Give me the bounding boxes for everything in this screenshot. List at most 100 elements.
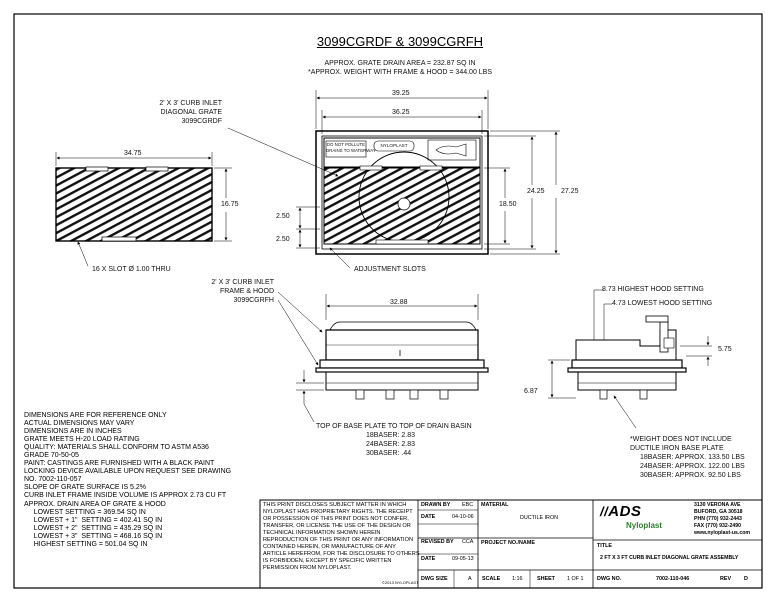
- disclaimer-line: THIS PRINT DISCLOSES SUBJECT MATTER IN W…: [263, 502, 407, 508]
- rev-date: 09-05-13: [452, 556, 474, 562]
- approx-weight: *APPROX. WEIGHT WITH FRAME & HOOD = 344.…: [307, 69, 493, 76]
- dwg-size-label: DWG SIZE: [421, 576, 448, 582]
- drawing-title: 3099CGRDF & 3099CGRFH: [316, 34, 484, 49]
- sheet: 1 OF 1: [567, 576, 584, 582]
- note-line: LOWEST + 1" SETTING = 402.41 SQ IN: [24, 516, 163, 524]
- dim-39-25: 39.25: [392, 90, 410, 97]
- plate-line-2: DRAINS TO WATERWAY: [326, 148, 376, 153]
- baser-24: 24BASER: 2.83: [366, 441, 416, 448]
- date: 04-10-06: [452, 514, 474, 520]
- note-line: LOWEST SETTING = 369.54 SQ IN: [24, 508, 146, 516]
- address-line: www.nyloplast-us.com: [694, 530, 751, 536]
- address: 3130 VERONA AVE BUFORD, GA 30518 PHN (77…: [694, 502, 750, 537]
- note-line: NO. 7002-110-057: [24, 476, 82, 484]
- diagonal-grate-label-3: 3099CGRDF: [181, 118, 222, 125]
- dim-18-50: 18.50: [499, 201, 517, 208]
- project-label: PROJECT NO./NAME: [481, 540, 535, 546]
- grate-drain-area: APPROX. GRATE DRAIN AREA = 232.87 SQ IN: [324, 60, 476, 67]
- frame-hood-label-1: 2' X 3' CURB INLET: [211, 279, 274, 286]
- rev: D: [744, 576, 748, 582]
- disclaimer: THIS PRINT DISCLOSES SUBJECT MATTER IN W…: [263, 502, 420, 572]
- adjustment-slots-label: ADJUSTMENT SLOTS: [354, 266, 426, 273]
- note-line: APPROX. DRAIN AREA OF GRATE & HOOD: [24, 500, 166, 508]
- note-line: DIMENSIONS ARE IN INCHES: [24, 428, 122, 436]
- dim-2-50-upper: 2.50: [276, 213, 290, 220]
- disclaimer-line: REPRODUCTION OF THIS PRINT OR ANY INFORM…: [263, 537, 414, 543]
- rev-date-label: DATE: [421, 556, 436, 562]
- note-line: PAINT: CASTINGS ARE FURNISHED WITH A BLA…: [24, 460, 215, 468]
- weight-note-baser-30: 30BASER: APPROX. 92.50 LBS: [640, 472, 741, 479]
- note-line: LOWEST + 2" SETTING = 435.29 SQ IN: [24, 524, 163, 532]
- note-line: GRATE MEETS H-20 LOAD RATING: [24, 436, 140, 444]
- diagonal-grate-label-2: DIAGONAL GRATE: [160, 109, 222, 116]
- disclaimer-line: PERMISSION FROM NYLOPLAST.: [263, 565, 352, 571]
- baser-18: 18BASER: 2.83: [366, 432, 416, 439]
- revised-by-label: REVISED BY: [421, 539, 454, 545]
- ads-logo-text: ADS: [608, 503, 642, 520]
- rev-label: REV: [720, 576, 732, 582]
- weight-note-1: *WEIGHT DOES NOT INCLUDE: [630, 436, 732, 443]
- note-line: CURB INLET FRAME INSIDE VOLUME IS APPROX…: [24, 492, 227, 500]
- disclaimer-line: NYLOPLAST HAS PROPRIETARY RIGHTS. THE RE…: [263, 509, 413, 515]
- dwg-no: 7002-110-046: [656, 576, 690, 582]
- dim-36-25: 36.25: [392, 109, 410, 116]
- sheet-label: SHEET: [537, 576, 555, 582]
- disclaimer-line: OR POSSESSION OF THIS PRINT DOES NOT CON…: [263, 516, 409, 522]
- drawn-by: EBC: [462, 502, 474, 508]
- title-block: [259, 499, 763, 589]
- disclaimer-line: TRANSFER, OR LICENSE THE USE OF THE DESI…: [263, 523, 411, 529]
- dim-27-25: 27.25: [561, 188, 579, 195]
- note-line: LOWEST + 3" SETTING = 468.16 SQ IN: [24, 532, 163, 540]
- revised-by: CCA: [462, 539, 474, 545]
- top-view: [227, 90, 560, 269]
- dim-24-25: 24.25: [527, 188, 545, 195]
- material-label: MATERIAL: [481, 502, 509, 508]
- date-label: DATE: [421, 514, 436, 520]
- frame-hood-label-2: FRAME & HOOD: [219, 288, 274, 295]
- weight-note-baser-24: 24BASER: APPROX. 122.00 LBS: [640, 463, 745, 470]
- disclaimer-line: ARTICLE HEREFROM, FOR THE DISCLOSURE TO …: [263, 551, 420, 557]
- weight-note-2: DUCTILE IRON BASE PLATE: [630, 445, 724, 452]
- address-line: PHN (770) 932-2443: [694, 516, 742, 522]
- copyright: ©2013 NYLOPLAST: [382, 580, 419, 585]
- scale-label: SCALE: [482, 576, 501, 582]
- plate-brand: NYLOPLAST: [380, 143, 408, 148]
- weight-note-baser-18: 18BASER: APPROX. 133.50 LBS: [640, 454, 745, 461]
- address-line: FAX (770) 932-2490: [694, 523, 742, 529]
- frame-hood-label-3: 3099CGRFH: [233, 297, 274, 304]
- dim-6-87: 6.87: [524, 388, 538, 395]
- title-block-title: 2 FT X 3 FT CURB INLET DIAGONAL GRATE AS…: [600, 555, 739, 561]
- slot-note: 16 X SLOT Ø 1.00 THRU: [92, 266, 171, 273]
- ads-logo: //ADS: [600, 503, 642, 520]
- dwg-size: A: [468, 576, 472, 582]
- highest-hood-setting: 8.73 HIGHEST HOOD SETTING: [602, 286, 704, 293]
- title-label: TITLE: [597, 543, 612, 549]
- baser-30: 30BASER: .44: [366, 450, 412, 457]
- address-line: 3130 VERONA AVE: [694, 502, 741, 508]
- note-line: GRADE 70-50-05: [24, 452, 79, 460]
- left-grate-view: [55, 152, 232, 267]
- note-line: QUALITY: MATERIALS SHALL CONFORM TO ASTM…: [24, 444, 209, 452]
- disclaimer-line: CONTAINED HEREIN, OR MANUFACTURE OF ANY: [263, 544, 396, 550]
- note-line: ACTUAL DIMENSIONS MAY VARY: [24, 420, 135, 428]
- base-plate-note: TOP OF BASE PLATE TO TOP OF DRAIN BASIN: [316, 423, 472, 430]
- plate-line-1: DO NOT POLLUTE: [326, 142, 366, 147]
- disclaimer-line: TECHNICAL INFORMATION SHOWN HEREIN: [263, 530, 381, 536]
- diagonal-grate-label-1: 2' X 3' CURB INLET: [159, 100, 222, 107]
- note-line: SLOPE OF GRATE SURFACE IS 5.2%: [24, 484, 147, 492]
- left-height-dim: 16.75: [221, 201, 239, 208]
- dim-32-88: 32.88: [390, 299, 408, 306]
- material: DUCTILE IRON: [520, 515, 559, 521]
- front-view: [277, 291, 489, 423]
- note-line: HIGHEST SETTING = 501.04 SQ IN: [24, 540, 148, 548]
- drawn-by-label: DRAWN BY: [421, 502, 451, 508]
- lowest-hood-setting: 4.73 LOWEST HOOD SETTING: [612, 300, 713, 307]
- address-line: BUFORD, GA 30518: [694, 509, 743, 515]
- note-line: LOCKING DEVICE AVAILABLE UPON REQUEST SE…: [24, 468, 232, 476]
- dwg-no-label: DWG NO.: [597, 576, 622, 582]
- note-line: DIMENSIONS ARE FOR REFERENCE ONLY: [24, 412, 167, 419]
- general-notes: DIMENSIONS ARE FOR REFERENCE ONLY ACTUAL…: [24, 412, 231, 549]
- scale: 1:16: [512, 576, 523, 582]
